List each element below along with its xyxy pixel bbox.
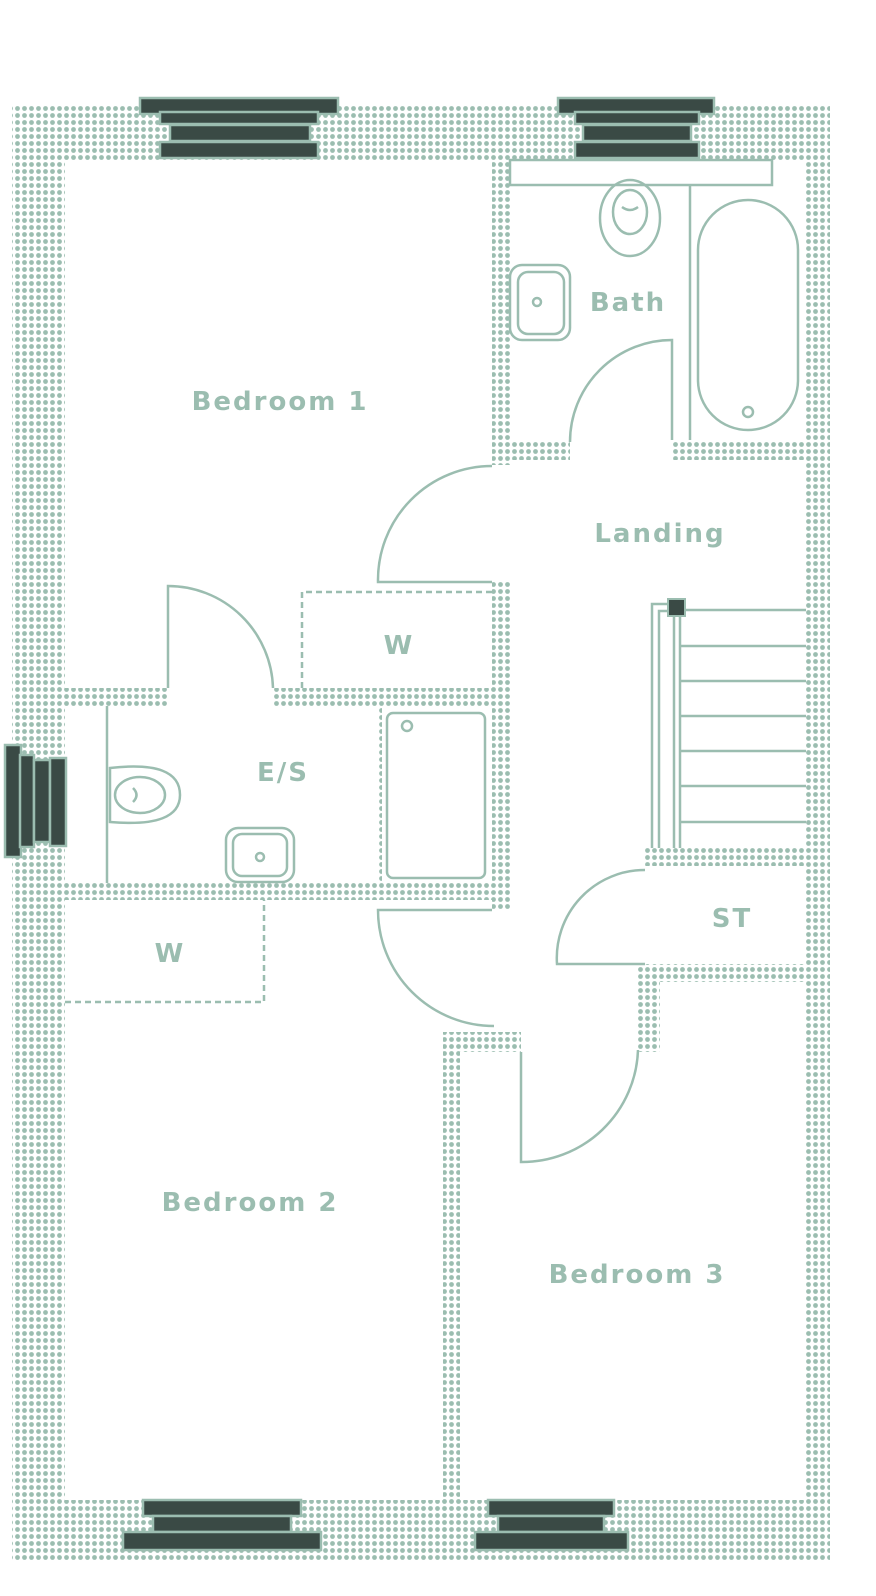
bedroom3-door	[519, 1049, 640, 1164]
label-bath: Bath	[590, 288, 666, 318]
wall-ensuite-top-b	[273, 688, 492, 706]
label-storage: ST	[712, 904, 752, 934]
ensuite-sink	[224, 826, 296, 884]
wall-bath-left	[492, 160, 510, 465]
room-interiors	[65, 160, 806, 1500]
wall-ensuite-bottom	[65, 883, 510, 900]
storage-door	[555, 868, 646, 966]
label-landing: Landing	[594, 519, 725, 549]
ensuite-toilet	[108, 765, 182, 825]
wall-bed3-top	[443, 1032, 521, 1052]
staircase	[650, 598, 806, 848]
wall-ensuite-mid	[378, 706, 382, 883]
bedroom1-door	[376, 464, 493, 584]
ensuite-shower	[385, 711, 487, 880]
wall-store-top	[645, 848, 806, 866]
label-ensuite: E/S	[257, 758, 309, 788]
wardrobe1-outline	[300, 590, 492, 688]
wall-right	[806, 105, 830, 1560]
label-bedroom2: Bedroom 2	[162, 1188, 339, 1218]
bath-door	[568, 338, 674, 443]
wall-store-left	[638, 964, 660, 1052]
bath-toilet	[598, 178, 662, 258]
wall-landing-left	[492, 582, 510, 910]
ensuite-door	[166, 584, 275, 689]
bath-shelf	[508, 158, 774, 187]
window-bottom-right	[473, 1498, 630, 1552]
bathtub	[696, 198, 800, 432]
newel-post	[667, 598, 686, 617]
wall-bath-bottom-b	[672, 440, 806, 460]
wall-ensuite-top-a	[65, 688, 168, 706]
label-bedroom1: Bedroom 1	[192, 387, 369, 417]
wall-store-bottom	[645, 964, 806, 982]
window-top-right	[556, 96, 716, 160]
bedroom2-door	[376, 908, 495, 1028]
bath-sink	[508, 263, 572, 342]
window-bottom-left	[121, 1498, 323, 1552]
label-wardrobe1: W	[384, 631, 415, 661]
wall-bath-bottom-a	[492, 440, 570, 460]
window-left	[3, 743, 68, 859]
label-wardrobe2: W	[155, 939, 186, 969]
window-top-left	[138, 96, 340, 160]
wall-bed3-left	[443, 1032, 460, 1500]
label-bedroom3: Bedroom 3	[549, 1260, 726, 1290]
